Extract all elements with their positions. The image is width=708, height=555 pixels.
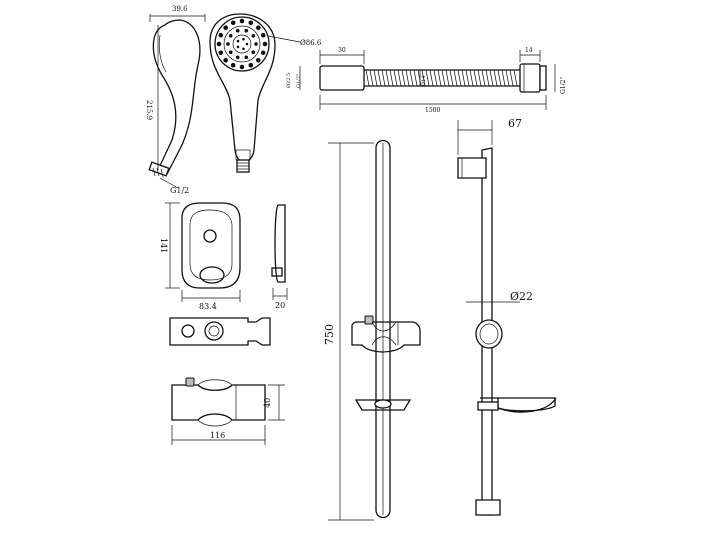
nozzle-dot [235,28,240,33]
nozzle-dot [242,37,245,41]
nozzle-dot [251,50,256,54]
nozzle-dot [230,20,236,26]
hose-coil-line [449,69,454,87]
hose-diameter-label: Ø14 [420,76,427,86]
hose-end-length-label: 30 [338,47,346,54]
nozzle-dot [239,64,245,70]
nozzle-dot [260,32,266,38]
nozzle-dot [244,55,249,60]
soap-dish-height-label: 141 [159,238,168,253]
hose-coil-line [385,69,390,87]
nozzle-dot [218,32,224,38]
handshower-length-label: 215.9 [145,100,153,120]
nozzle-dot [236,39,240,43]
hose-coil-line [429,69,434,87]
nozzle-dot [230,62,236,68]
hose-coil-line [457,69,462,87]
handshower-thread-label: G1/2 [170,186,189,195]
hose-coil-line [373,69,378,87]
hose-coil-line [505,69,510,87]
nozzle-dot [226,42,230,46]
nozzle-dot [262,41,268,47]
hose-coil-line [377,69,382,87]
nozzle-dot [255,25,261,31]
hose-coil-line [409,69,414,87]
rail-offset-label: 67 [508,117,522,130]
hose-coil-line [477,69,482,87]
nozzle-dot [228,50,233,54]
nozzle-dot [216,41,222,47]
hose-coil-line [397,69,402,87]
hose-coil-line [501,69,506,87]
hose-coil-line [509,69,514,87]
handshower-front-view: Ø86.6 [209,13,322,173]
hose-coil-line [369,69,374,87]
handshower-width-label: 39.6 [172,5,188,13]
hose-coil-line [497,69,502,87]
nozzle-dot [236,45,240,49]
nozzle-dot [239,18,245,24]
hose-coil-line [425,69,430,87]
shower-hose: 30 Ø22.5 G1/2" 14 Ø14 G1/2" 1500 [285,47,567,114]
slider-length-label: 116 [210,431,225,440]
nozzle-dot [260,50,266,56]
soap-dish-depth-label: 20 [275,301,285,310]
hose-coil-line [485,69,490,87]
hose-coil-line [389,69,394,87]
hose-coil-line [417,69,422,87]
nozzle-dot [248,20,254,26]
rail-diameter-label: Ø22 [510,290,533,303]
nozzle-dot [254,42,258,46]
hose-coil-line [365,69,370,87]
hose-thread-right-label: G1/2" [560,77,567,94]
hose-coil-line [481,69,486,87]
hose-coil-line [461,69,466,87]
hose-coil-line [401,69,406,87]
nozzle-dot [244,28,249,33]
slider-bracket-views: 40 116 [169,317,285,445]
nozzle-dot [242,47,245,51]
nozzle-dot [223,58,228,63]
hose-coil-line [513,69,518,87]
hose-coil-line [469,69,474,87]
hose-coil-line [381,69,386,87]
hose-coil-line [445,69,450,87]
hose-coil-line [421,69,426,87]
nozzle-dot [223,25,228,31]
handshower-side-view: 39.6 215.9 G1/2 [145,5,206,195]
handshower-diameter-label: Ø86.6 [300,39,322,47]
hose-thread-left-label: G1/2" [296,74,302,88]
hose-coil-line [393,69,398,87]
hose-coil-line [465,69,470,87]
slide-rail-front-view: 750 [323,139,421,521]
nozzle-dot [218,50,224,56]
spray-nozzles [216,18,268,70]
soap-dish-views: 141 83.4 20 [159,202,288,311]
hose-coil-line [441,69,446,87]
hose-coil-line [405,69,410,87]
hose-coil-line [489,69,494,87]
hose-length-label: 1500 [425,107,440,114]
nozzle-dot [235,55,240,60]
rail-length-label: 750 [323,324,336,345]
hose-coil-line [453,69,458,87]
nozzle-dot [228,34,233,38]
hose-coil-line [437,69,442,87]
soap-dish-width-label: 83.4 [199,302,217,311]
nozzle-dot [248,62,254,68]
hose-coil-line [473,69,478,87]
nozzle-dot [255,58,261,63]
slide-rail-side-view: 67 Ø22 [457,117,557,516]
hose-end-diameter-label: Ø22.5 [285,73,292,88]
nozzle-dot [251,34,256,38]
slider-height-label: 40 [263,398,272,408]
hose-coil-line [433,69,438,87]
nozzle-dot [245,42,249,46]
hose-coil-line [413,69,418,87]
hose-coil-line [493,69,498,87]
hose-nut-width-label: 14 [525,47,533,54]
